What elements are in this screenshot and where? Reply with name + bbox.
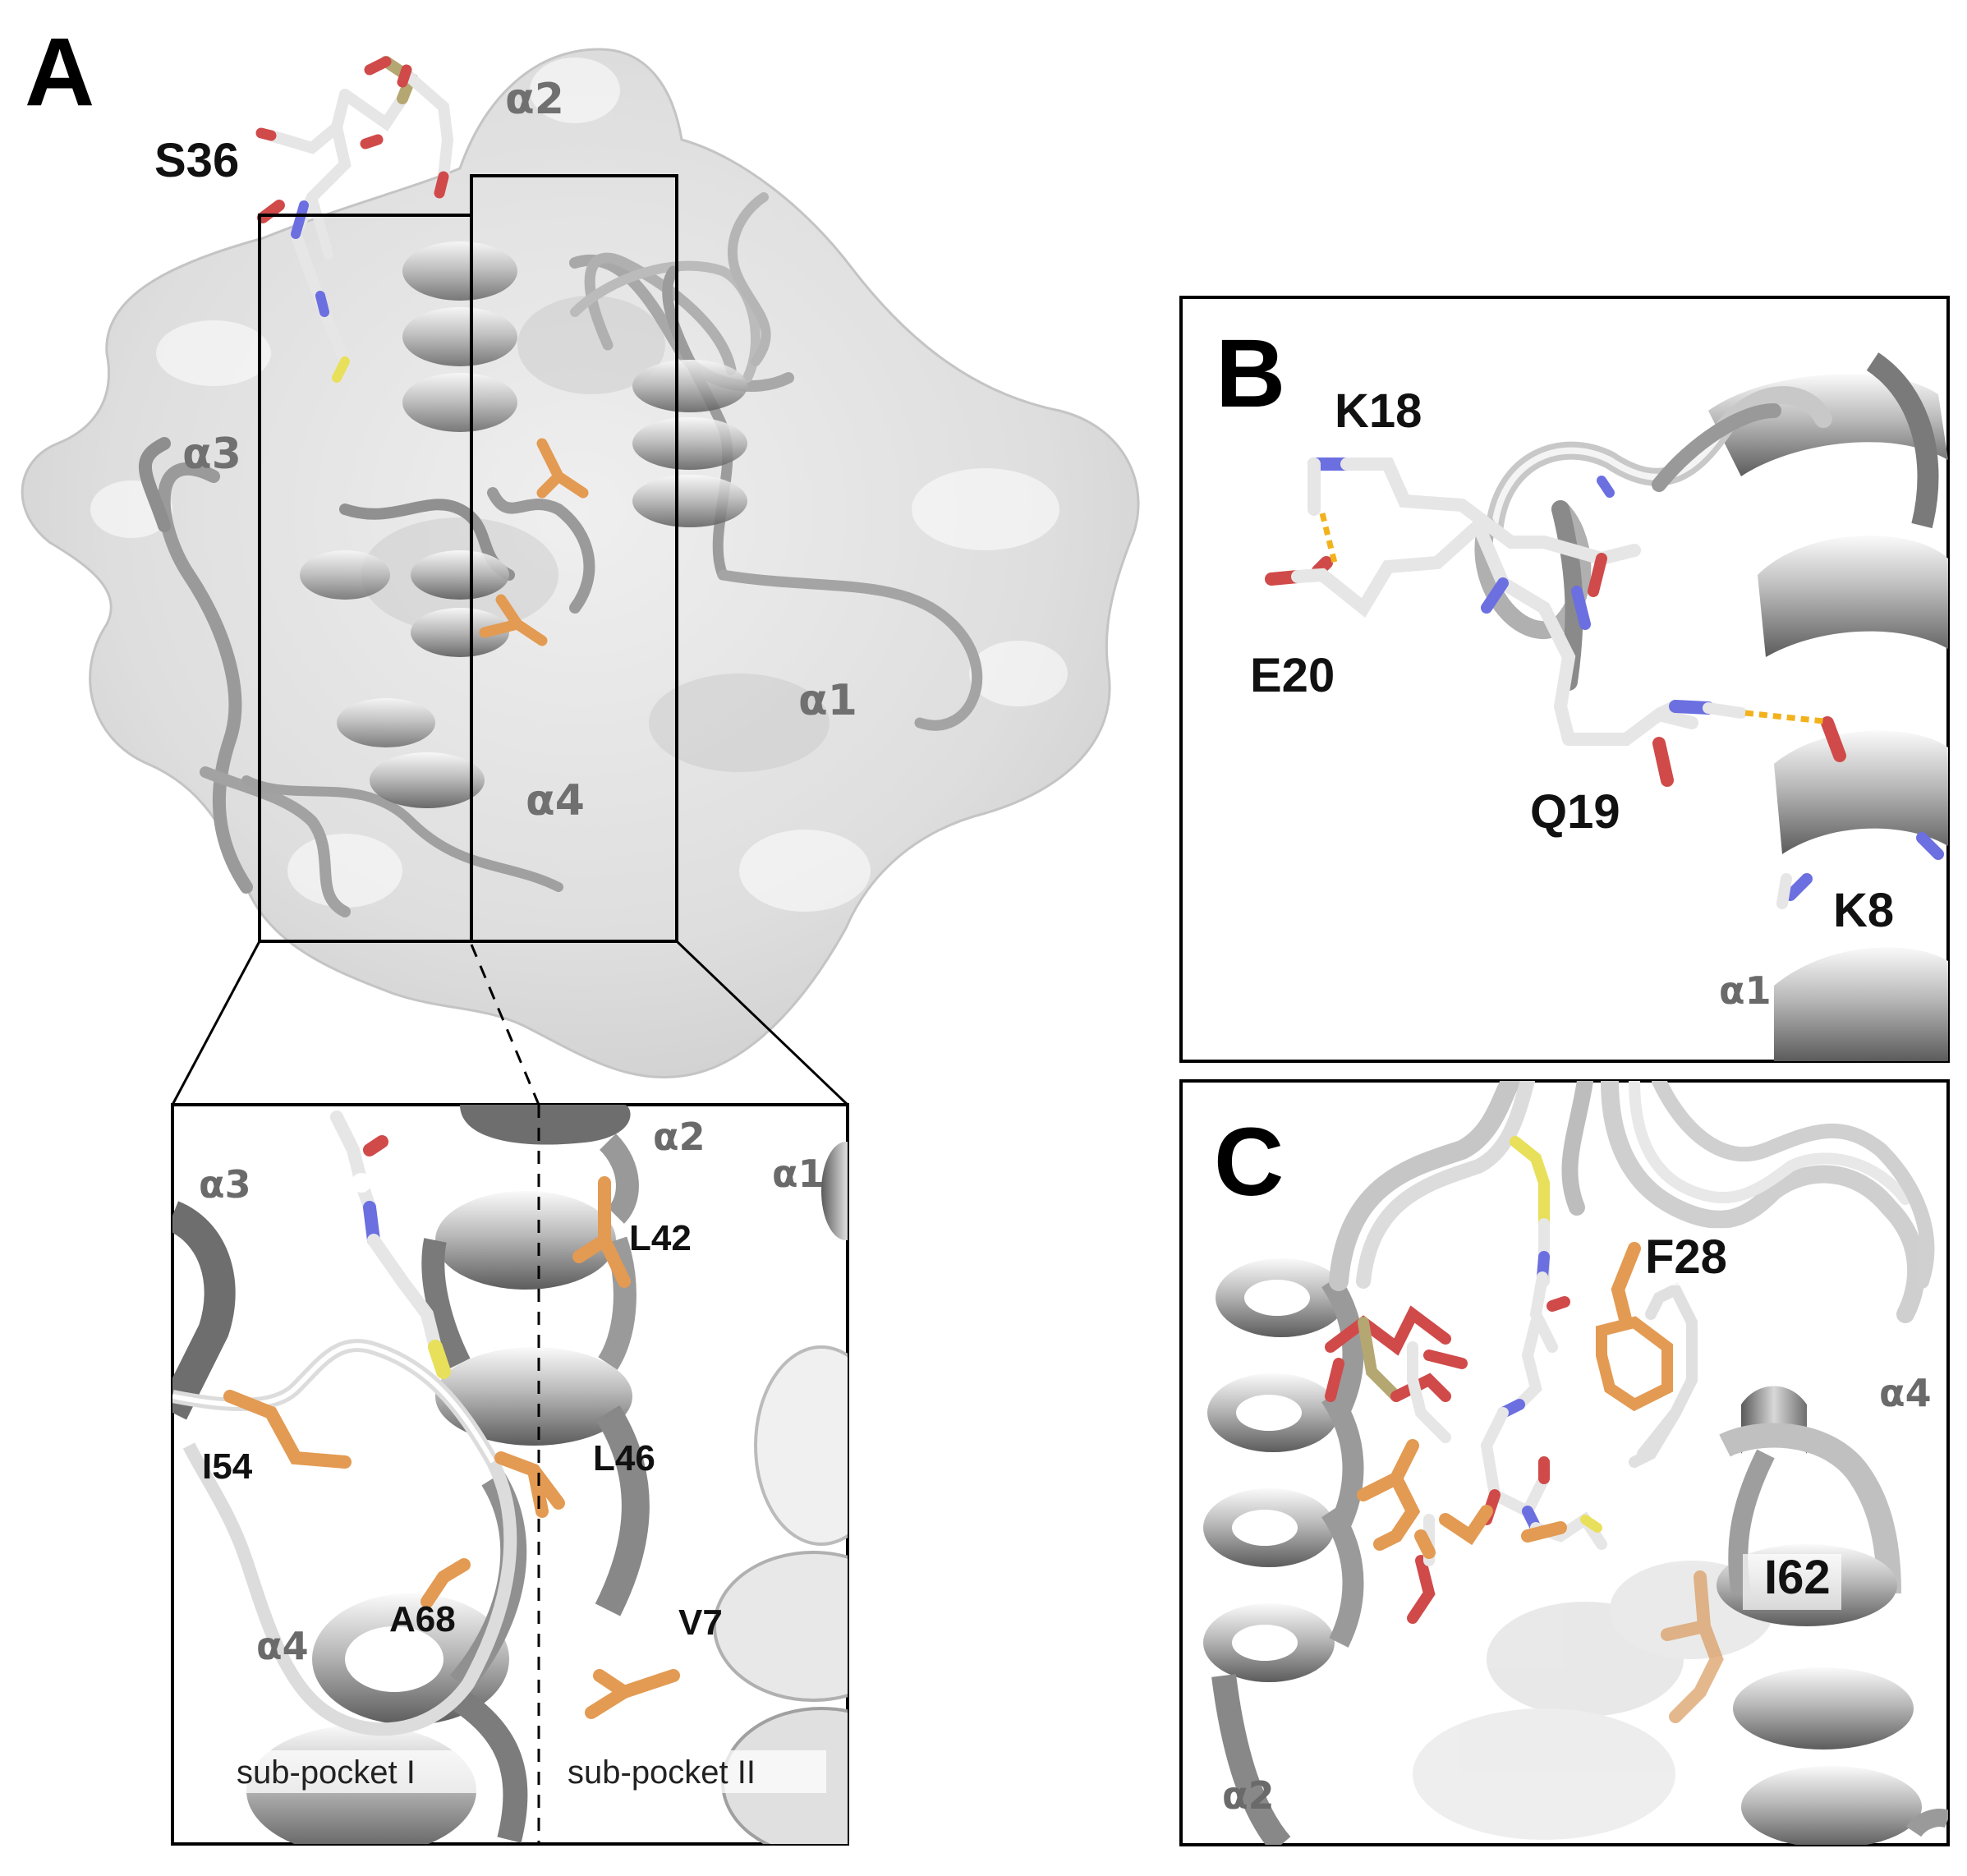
inset-label-v7: V7 xyxy=(678,1602,723,1643)
inset-label-l46: L46 xyxy=(593,1438,655,1478)
inset-label-l42: L42 xyxy=(629,1218,692,1258)
inset-label-a68: A68 xyxy=(389,1599,456,1639)
panel-c-label-helix-a2: α2 xyxy=(1222,1773,1275,1818)
inset-label-helix-a2: α2 xyxy=(653,1115,705,1159)
panel-a: A xyxy=(21,18,1140,1846)
inset-helix-a1 xyxy=(713,1142,848,1844)
panel-c-loops xyxy=(1329,1081,1935,1323)
panel-b-helix-a1 xyxy=(1708,352,1948,1061)
panel-b-letter: B xyxy=(1216,320,1285,428)
label-q19: Q19 xyxy=(1530,785,1620,839)
inset-helix-a2 xyxy=(421,1105,650,1616)
label-helix-a4: α4 xyxy=(526,776,585,825)
surface-texture xyxy=(90,57,1068,912)
label-helix-a3: α3 xyxy=(182,430,241,479)
inset-label-helix-a3: α3 xyxy=(199,1162,251,1207)
k18-stick-model xyxy=(1308,458,1551,549)
label-s36: S36 xyxy=(154,134,239,187)
panel-b-label-helix-a1: α1 xyxy=(1719,968,1772,1013)
label-k8: K8 xyxy=(1833,884,1894,937)
helix-a2 xyxy=(402,241,517,432)
panel-b: B K18 E20 Q19 K8 α1 xyxy=(1179,296,1950,1063)
helix-a3 xyxy=(300,550,435,747)
panel-c-letter: C xyxy=(1214,1108,1284,1216)
helix-a4 xyxy=(370,550,509,808)
label-helix-a1: α1 xyxy=(798,676,857,725)
panel-c-helix-a2 xyxy=(1203,1258,1364,1845)
q19-stick-model xyxy=(1562,700,1747,787)
panel-c-orange-sidechains xyxy=(1357,1439,1567,1559)
label-f28: F28 xyxy=(1645,1230,1727,1284)
e20-stick-model xyxy=(1265,519,1485,618)
zoom-connector-right xyxy=(675,940,849,1106)
inset-label-helix-a1: α1 xyxy=(772,1152,825,1196)
panel-c-helix-a4 xyxy=(1717,1386,1922,1845)
hydrophobic-sidechains-main xyxy=(479,438,589,646)
panel-c-label-helix-a4: α4 xyxy=(1879,1371,1932,1415)
divider-dashed-main xyxy=(470,944,540,1106)
f28-sidechain xyxy=(1596,1242,1698,1468)
label-k18: K18 xyxy=(1335,384,1422,438)
label-e20: E20 xyxy=(1250,649,1335,702)
panel-c-bottom-ribbon xyxy=(1905,1809,1948,1837)
inset-label-i54: I54 xyxy=(202,1446,253,1487)
label-sub-pocket-2: sub-pocket II xyxy=(568,1754,756,1791)
zoom-connector-left xyxy=(171,940,261,1106)
panel-a-letter: A xyxy=(25,18,94,126)
inset-panel: α3 α2 α1 α4 L42 L46 I54 A68 V7 sub-pocke… xyxy=(171,1103,849,1846)
label-i62: I62 xyxy=(1764,1551,1831,1604)
hbond-k18-e20 xyxy=(1319,513,1338,563)
panel-c: C F28 I62 α4 α2 xyxy=(1179,1079,1950,1846)
protein-surface xyxy=(21,48,1140,1078)
protein-cartoon xyxy=(138,192,983,917)
label-helix-a2: α2 xyxy=(505,75,564,124)
k8-stick-model xyxy=(1776,716,1944,909)
backbone-stick-model xyxy=(1472,476,1641,746)
label-sub-pocket-1: sub-pocket I xyxy=(237,1754,416,1791)
helix-a1 xyxy=(632,360,747,527)
inset-hydrophobic-sidechains xyxy=(223,1176,680,1719)
inset-methionine-stick xyxy=(330,1110,451,1379)
i62-sidechain xyxy=(1661,1570,1724,1723)
selection-box-subpocket-2 xyxy=(470,174,678,943)
inset-label-helix-a4: α4 xyxy=(256,1624,309,1668)
inset-helix-a3 xyxy=(172,1201,236,1420)
